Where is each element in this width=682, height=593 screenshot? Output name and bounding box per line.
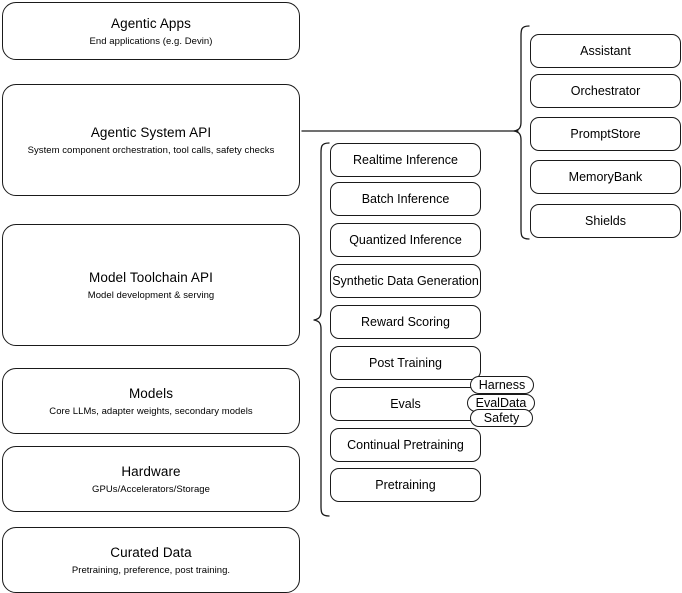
layer-model-toolchain-api[interactable]: Model Toolchain API Model development & …: [2, 224, 300, 346]
toolchain-item-evals[interactable]: Evals: [330, 387, 481, 421]
layer-subtitle: End applications (e.g. Devin): [89, 35, 213, 47]
system-item-memorybank[interactable]: MemoryBank: [530, 160, 681, 194]
toolchain-item-realtime-inference[interactable]: Realtime Inference: [330, 143, 481, 177]
eval-pill-harness[interactable]: Harness: [470, 376, 534, 394]
toolchain-item-label: Evals: [390, 397, 421, 411]
toolchain-item-post-training[interactable]: Post Training: [330, 346, 481, 380]
toolchain-item-continual-pretraining[interactable]: Continual Pretraining: [330, 428, 481, 462]
toolchain-item-reward-scoring[interactable]: Reward Scoring: [330, 305, 481, 339]
layer-agentic-system-api[interactable]: Agentic System API System component orch…: [2, 84, 300, 196]
toolchain-item-pretraining[interactable]: Pretraining: [330, 468, 481, 502]
toolchain-item-label: Post Training: [369, 356, 442, 370]
layer-curated-data[interactable]: Curated Data Pretraining, preference, po…: [2, 527, 300, 593]
toolchain-item-label: Continual Pretraining: [347, 438, 464, 452]
toolchain-item-batch-inference[interactable]: Batch Inference: [330, 182, 481, 216]
toolchain-item-label: Realtime Inference: [353, 153, 458, 167]
system-item-label: Assistant: [580, 44, 631, 58]
toolchain-item-label: Reward Scoring: [361, 315, 450, 329]
eval-pill-label: EvalData: [475, 396, 527, 410]
layer-subtitle: GPUs/Accelerators/Storage: [92, 483, 210, 495]
toolchain-components-brace: [313, 142, 330, 517]
layer-agentic-apps[interactable]: Agentic Apps End applications (e.g. Devi…: [2, 2, 300, 60]
eval-pill-safety[interactable]: Safety: [470, 409, 533, 427]
system-item-orchestrator[interactable]: Orchestrator: [530, 74, 681, 108]
system-components-brace: [513, 25, 530, 240]
system-item-label: Shields: [585, 214, 626, 228]
system-item-label: Orchestrator: [570, 84, 641, 98]
layer-title: Agentic Apps: [110, 15, 191, 31]
layer-title: Models: [128, 385, 174, 401]
layer-subtitle: Pretraining, preference, post training.: [71, 564, 231, 576]
layer-title: Curated Data: [110, 544, 192, 560]
system-item-promptstore[interactable]: PromptStore: [530, 117, 681, 151]
layer-subtitle: Core LLMs, adapter weights, secondary mo…: [49, 405, 253, 417]
layer-title: Model Toolchain API: [89, 269, 213, 285]
system-item-assistant[interactable]: Assistant: [530, 34, 681, 68]
toolchain-item-label: Quantized Inference: [349, 233, 462, 247]
toolchain-item-synthetic-data-generation[interactable]: Synthetic Data Generation: [330, 264, 481, 298]
layer-subtitle: System component orchestration, tool cal…: [27, 144, 275, 156]
toolchain-item-label: Synthetic Data Generation: [332, 274, 479, 288]
toolchain-item-quantized-inference[interactable]: Quantized Inference: [330, 223, 481, 257]
layer-models[interactable]: Models Core LLMs, adapter weights, secon…: [2, 368, 300, 434]
eval-pill-label: Safety: [483, 411, 520, 425]
system-item-shields[interactable]: Shields: [530, 204, 681, 238]
toolchain-item-label: Batch Inference: [361, 192, 450, 206]
layer-title: Agentic System API: [90, 124, 212, 140]
eval-pill-label: Harness: [478, 378, 526, 392]
toolchain-item-label: Pretraining: [375, 478, 436, 492]
system-item-label: MemoryBank: [568, 170, 643, 184]
layer-subtitle: Model development & serving: [87, 289, 215, 301]
layer-title: Hardware: [121, 463, 181, 479]
system-item-label: PromptStore: [570, 127, 641, 141]
layer-hardware[interactable]: Hardware GPUs/Accelerators/Storage: [2, 446, 300, 512]
